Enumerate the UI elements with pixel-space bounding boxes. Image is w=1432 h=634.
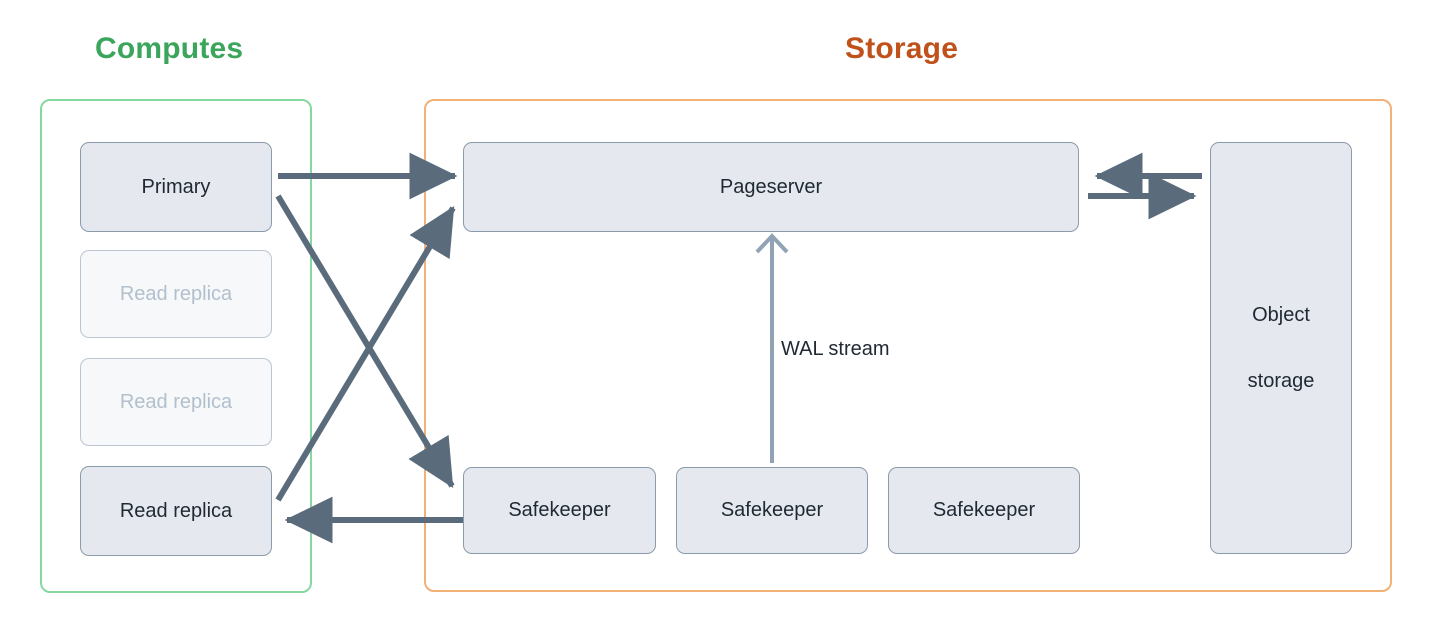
node-read-replica-1[interactable]: Read replica: [80, 250, 272, 338]
node-primary[interactable]: Primary: [80, 142, 272, 232]
wal-stream-label: WAL stream: [781, 338, 890, 360]
object-storage-label-line-1: Object: [1252, 304, 1310, 326]
node-safekeeper-2[interactable]: Safekeeper: [676, 467, 868, 554]
node-object-storage[interactable]: Object storage: [1210, 142, 1352, 554]
object-storage-label-line-2: storage: [1247, 370, 1315, 392]
node-safekeeper-1[interactable]: Safekeeper: [463, 467, 656, 554]
node-safekeeper-3[interactable]: Safekeeper: [888, 467, 1080, 554]
node-read-replica-3[interactable]: Read replica: [80, 466, 272, 556]
node-read-replica-2[interactable]: Read replica: [80, 358, 272, 446]
storage-group-title: Storage: [845, 32, 959, 65]
node-pageserver[interactable]: Pageserver: [463, 142, 1079, 232]
computes-group-title: Computes: [95, 32, 244, 65]
